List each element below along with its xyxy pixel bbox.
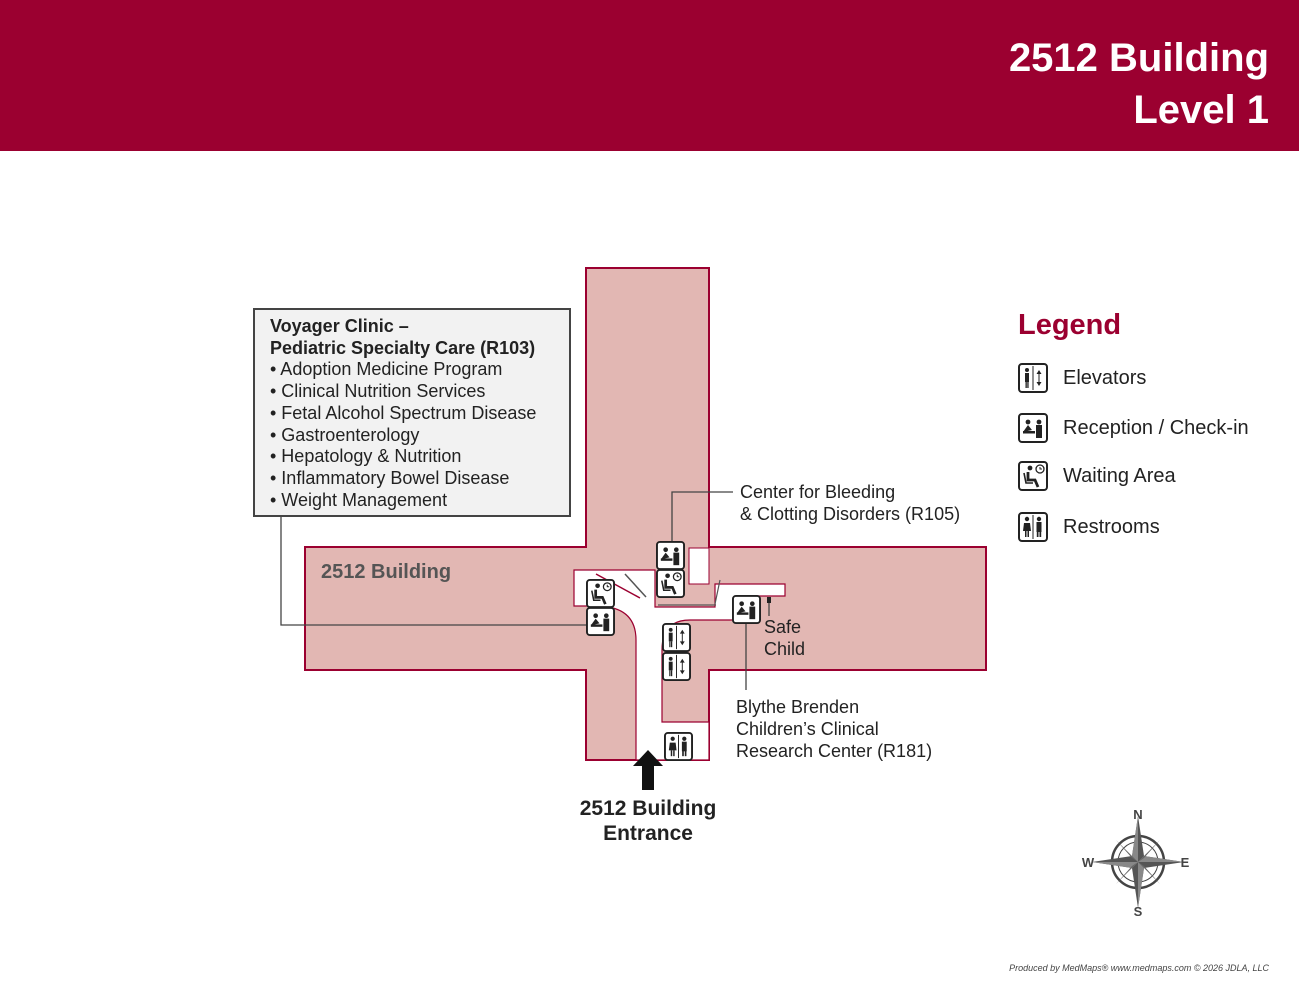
reception-icon <box>732 595 761 624</box>
legend-label: Restrooms <box>1063 516 1160 538</box>
callout-item: • Adoption Medicine Program <box>270 359 503 380</box>
bleeding-center-label: Center for Bleeding & Clotting Disorders… <box>740 482 961 524</box>
compass-rose-icon: N S W E <box>1082 807 1190 919</box>
callout-item: • Inflammatory Bowel Disease <box>270 467 510 488</box>
leader-bleeding <box>671 491 733 542</box>
callout-heading-2: Pediatric Specialty Care (R103) <box>270 337 536 358</box>
legend-label: Elevators <box>1063 367 1147 389</box>
entrance-label: 2512 Building Entrance <box>579 797 717 845</box>
building-label: 2512 Building <box>321 561 452 583</box>
callout-item: • Hepatology & Nutrition <box>270 446 462 467</box>
elevator-icon <box>662 623 691 652</box>
callout-item: • Gastroenterology <box>270 424 420 445</box>
compass-e: E <box>1181 855 1190 870</box>
legend-label: Reception / Check-in <box>1063 417 1249 439</box>
elevator-icon <box>1018 363 1048 393</box>
safe-child-label: Safe Child <box>764 617 806 659</box>
reception-icon <box>586 607 615 636</box>
elevator-icon <box>662 652 691 681</box>
header-banner: 2512 Building Level 1 <box>0 0 1299 151</box>
waiting-icon <box>656 569 685 598</box>
callout-heading-1: Voyager Clinic – <box>270 316 409 336</box>
voyager-clinic-callout: Voyager Clinic – Pediatric Specialty Car… <box>253 308 571 517</box>
legend-label: Waiting Area <box>1063 465 1176 487</box>
callout-item: • Clinical Nutrition Services <box>270 381 486 402</box>
footer-credit: Produced by MedMaps® www.medmaps.com © 2… <box>1009 963 1269 973</box>
callout-item: • Fetal Alcohol Spectrum Disease <box>270 402 537 423</box>
restroom-icon <box>1018 512 1048 542</box>
callout-item: • Weight Management <box>270 489 448 510</box>
waiting-icon <box>1018 461 1048 491</box>
compass-n: N <box>1133 807 1142 822</box>
blythe-brenden-label: Blythe Brenden Children’s Clinical Resea… <box>736 697 933 761</box>
waiting-icon <box>586 579 615 608</box>
leader-voyager <box>280 517 588 626</box>
legend-title: Legend <box>1018 309 1122 341</box>
building-title: 2512 Building <box>1008 36 1269 80</box>
level-title: Level 1 <box>1133 88 1269 132</box>
compass-s: S <box>1134 904 1143 919</box>
entrance-arrow <box>633 750 663 790</box>
reception-icon <box>1018 413 1048 443</box>
restroom-icon <box>664 732 693 761</box>
compass-w: W <box>1082 855 1095 870</box>
corridor-stub <box>688 547 710 585</box>
reception-icon <box>656 541 685 570</box>
